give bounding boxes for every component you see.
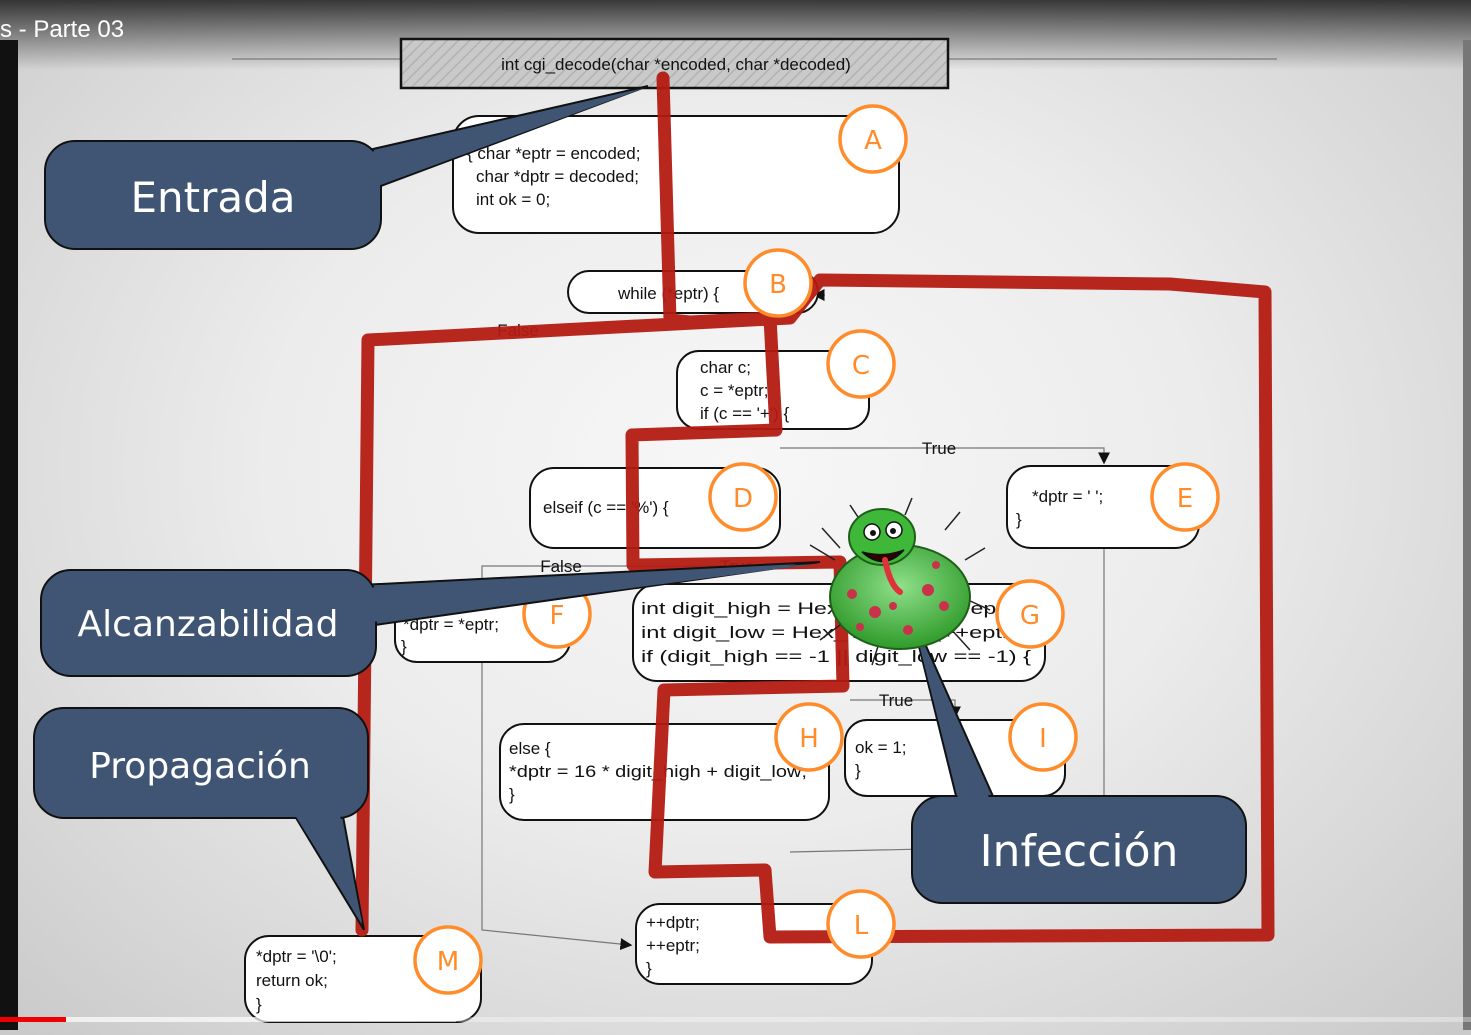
- node-c-line-1: char c;: [700, 358, 751, 377]
- video-progress-bar[interactable]: [0, 1017, 1471, 1022]
- marker-l-label: L: [854, 911, 869, 941]
- node-c-line-3: if (c == '+') {: [700, 404, 789, 423]
- callout-alcanzabilidad-text: Alcanzabilidad: [78, 604, 339, 645]
- edge-label-false-d: False: [540, 557, 582, 576]
- node-l-line-1: ++dptr;: [646, 913, 700, 932]
- bug-monster-icon: [809, 497, 991, 666]
- marker-m-label: M: [437, 947, 459, 977]
- edge-label-true-g: True: [879, 691, 913, 710]
- marker-h: H: [774, 702, 844, 772]
- node-a-line-3: int ok = 0;: [476, 190, 550, 209]
- node-f-line-2: }: [401, 637, 407, 656]
- node-m-line-3: }: [256, 995, 262, 1014]
- marker-b-label: B: [769, 270, 787, 300]
- marker-c-label: C: [852, 351, 870, 381]
- node-d-line-1: elseif (c == '%') {: [543, 498, 669, 517]
- node-e-line-2: }: [1016, 510, 1022, 529]
- marker-l: L: [826, 889, 896, 959]
- node-h-line-3: }: [509, 785, 515, 804]
- node-a-line-1: { char *eptr = encoded;: [467, 144, 640, 163]
- marker-g-label: G: [1020, 601, 1040, 631]
- marker-e-label: E: [1177, 484, 1193, 514]
- marker-i-label: I: [1039, 724, 1047, 754]
- node-c-line-2: c = *eptr;: [700, 381, 769, 400]
- callout-propagacion-text: Propagación: [89, 746, 311, 787]
- letterbox-right: [1463, 40, 1471, 1030]
- node-m-line-2: return ok;: [256, 971, 328, 990]
- marker-i: I: [1008, 702, 1078, 772]
- marker-h-label: H: [799, 724, 819, 754]
- marker-e: E: [1150, 462, 1220, 532]
- video-title: s - Parte 03: [0, 16, 125, 43]
- node-h-line-1: else {: [509, 739, 551, 758]
- callout-propagacion: Propagación: [33, 707, 369, 931]
- node-i-line-1: ok = 1;: [855, 738, 907, 757]
- signature-text: int cgi_decode(char *encoded, char *deco…: [501, 55, 851, 74]
- callout-entrada-text: Entrada: [130, 173, 295, 222]
- callout-infeccion-text: Infección: [980, 826, 1179, 877]
- marker-b: B: [743, 248, 813, 318]
- video-played-bar: [0, 1017, 67, 1022]
- marker-d-label: D: [733, 484, 753, 514]
- node-a-line-2: char *dptr = decoded;: [476, 167, 639, 186]
- node-l-line-2: ++eptr;: [646, 936, 700, 955]
- marker-a: A: [838, 104, 908, 174]
- node-e: *dptr = ' '; }: [1006, 465, 1200, 549]
- marker-a-label: A: [864, 126, 882, 156]
- highlighted-execution-path: [355, 71, 1275, 944]
- edge-label-true-c: True: [922, 439, 956, 458]
- marker-c: C: [826, 329, 896, 399]
- marker-f-label: F: [550, 601, 565, 631]
- function-signature: int cgi_decode(char *encoded, char *deco…: [399, 37, 950, 90]
- callout-entrada: Entrada: [44, 85, 649, 250]
- marker-m: M: [413, 925, 483, 995]
- callout-infeccion: Infección: [909, 609, 1247, 904]
- node-i-line-2: }: [855, 761, 861, 780]
- node-f-line-1: *dptr = *eptr;: [403, 615, 499, 634]
- node-a: { char *eptr = encoded; char *dptr = dec…: [452, 115, 900, 234]
- callout-alcanzabilidad: Alcanzabilidad: [40, 561, 821, 677]
- letterbox-left: [0, 40, 18, 1030]
- marker-g: G: [995, 579, 1065, 649]
- marker-d: D: [708, 462, 778, 532]
- video-buffered-bar: [66, 1017, 456, 1022]
- node-e-line-1: *dptr = ' ';: [1032, 487, 1103, 506]
- node-m-line-1: *dptr = '\0';: [256, 947, 337, 966]
- node-l-line-3: }: [646, 959, 652, 978]
